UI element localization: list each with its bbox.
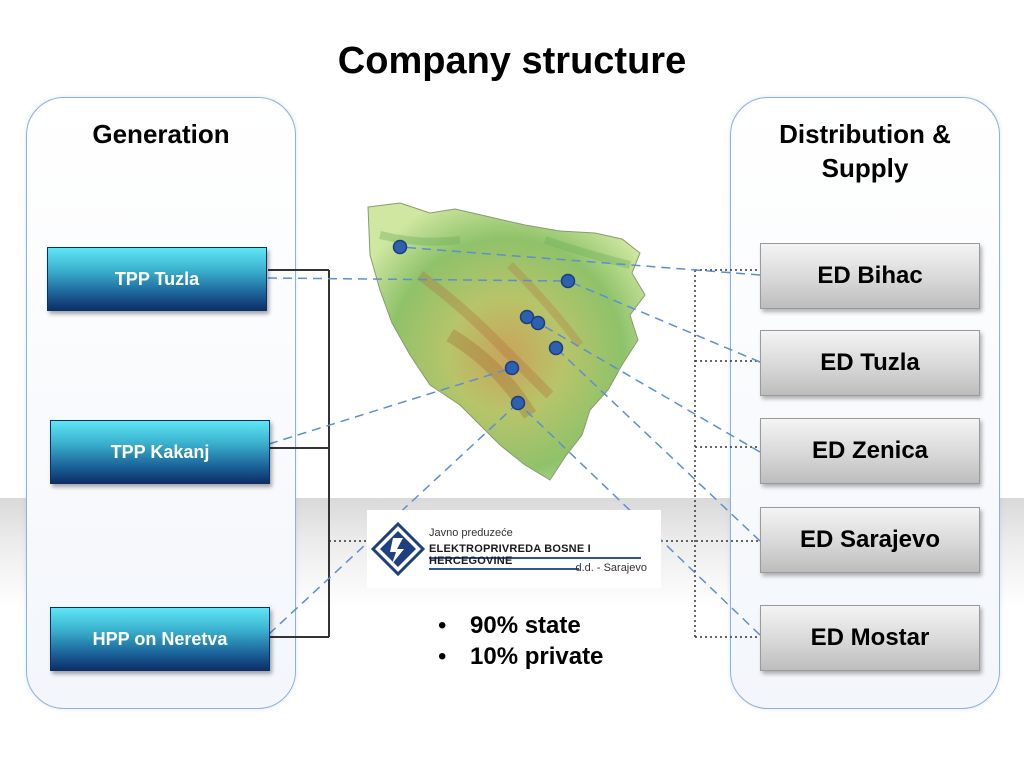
- ed-box-mostar: ED Mostar: [760, 605, 980, 671]
- ed-box-sarajevo: ED Sarajevo: [760, 507, 980, 573]
- map-marker-bihac: [392, 239, 408, 255]
- map-marker-zenica: [519, 309, 535, 325]
- distribution-heading: Distribution & Supply: [779, 119, 951, 183]
- ed-box-zenica: ED Zenica: [760, 418, 980, 484]
- map-marker-kakanj: [530, 315, 546, 331]
- gen-box-hpp-neretva: HPP on Neretva: [50, 607, 270, 671]
- map-marker-neretva: [504, 360, 520, 376]
- generation-heading: Generation: [92, 119, 230, 149]
- map-marker-tuzla: [560, 273, 576, 289]
- ed-box-tuzla: ED Tuzla: [760, 330, 980, 396]
- logo-underline: [429, 557, 641, 559]
- logo-line-1: Javno preduzeće: [429, 527, 513, 539]
- map-image: [367, 202, 646, 481]
- company-logo-icon: [371, 522, 425, 576]
- ownership-item: 90% state: [438, 610, 603, 641]
- map-marker-sarajevo: [548, 340, 564, 356]
- page-title: Company structure: [337, 40, 687, 82]
- logo-underline-2: [429, 568, 579, 570]
- ownership-list: 90% state 10% private: [438, 610, 603, 672]
- gen-box-tpp-tuzla: TPP Tuzla: [47, 247, 267, 311]
- map-marker-mostar: [510, 395, 526, 411]
- company-logo: Javno preduzeće ELEKTROPRIVREDA BOSNE I …: [367, 510, 661, 588]
- logo-line-2: ELEKTROPRIVREDA BOSNE I HERCEGOVINE: [429, 543, 591, 567]
- ownership-item: 10% private: [438, 641, 603, 672]
- logo-line-3: d.d. - Sarajevo: [575, 562, 647, 574]
- gen-box-tpp-kakanj: TPP Kakanj: [50, 420, 270, 484]
- ed-box-bihac: ED Bihac: [760, 243, 980, 309]
